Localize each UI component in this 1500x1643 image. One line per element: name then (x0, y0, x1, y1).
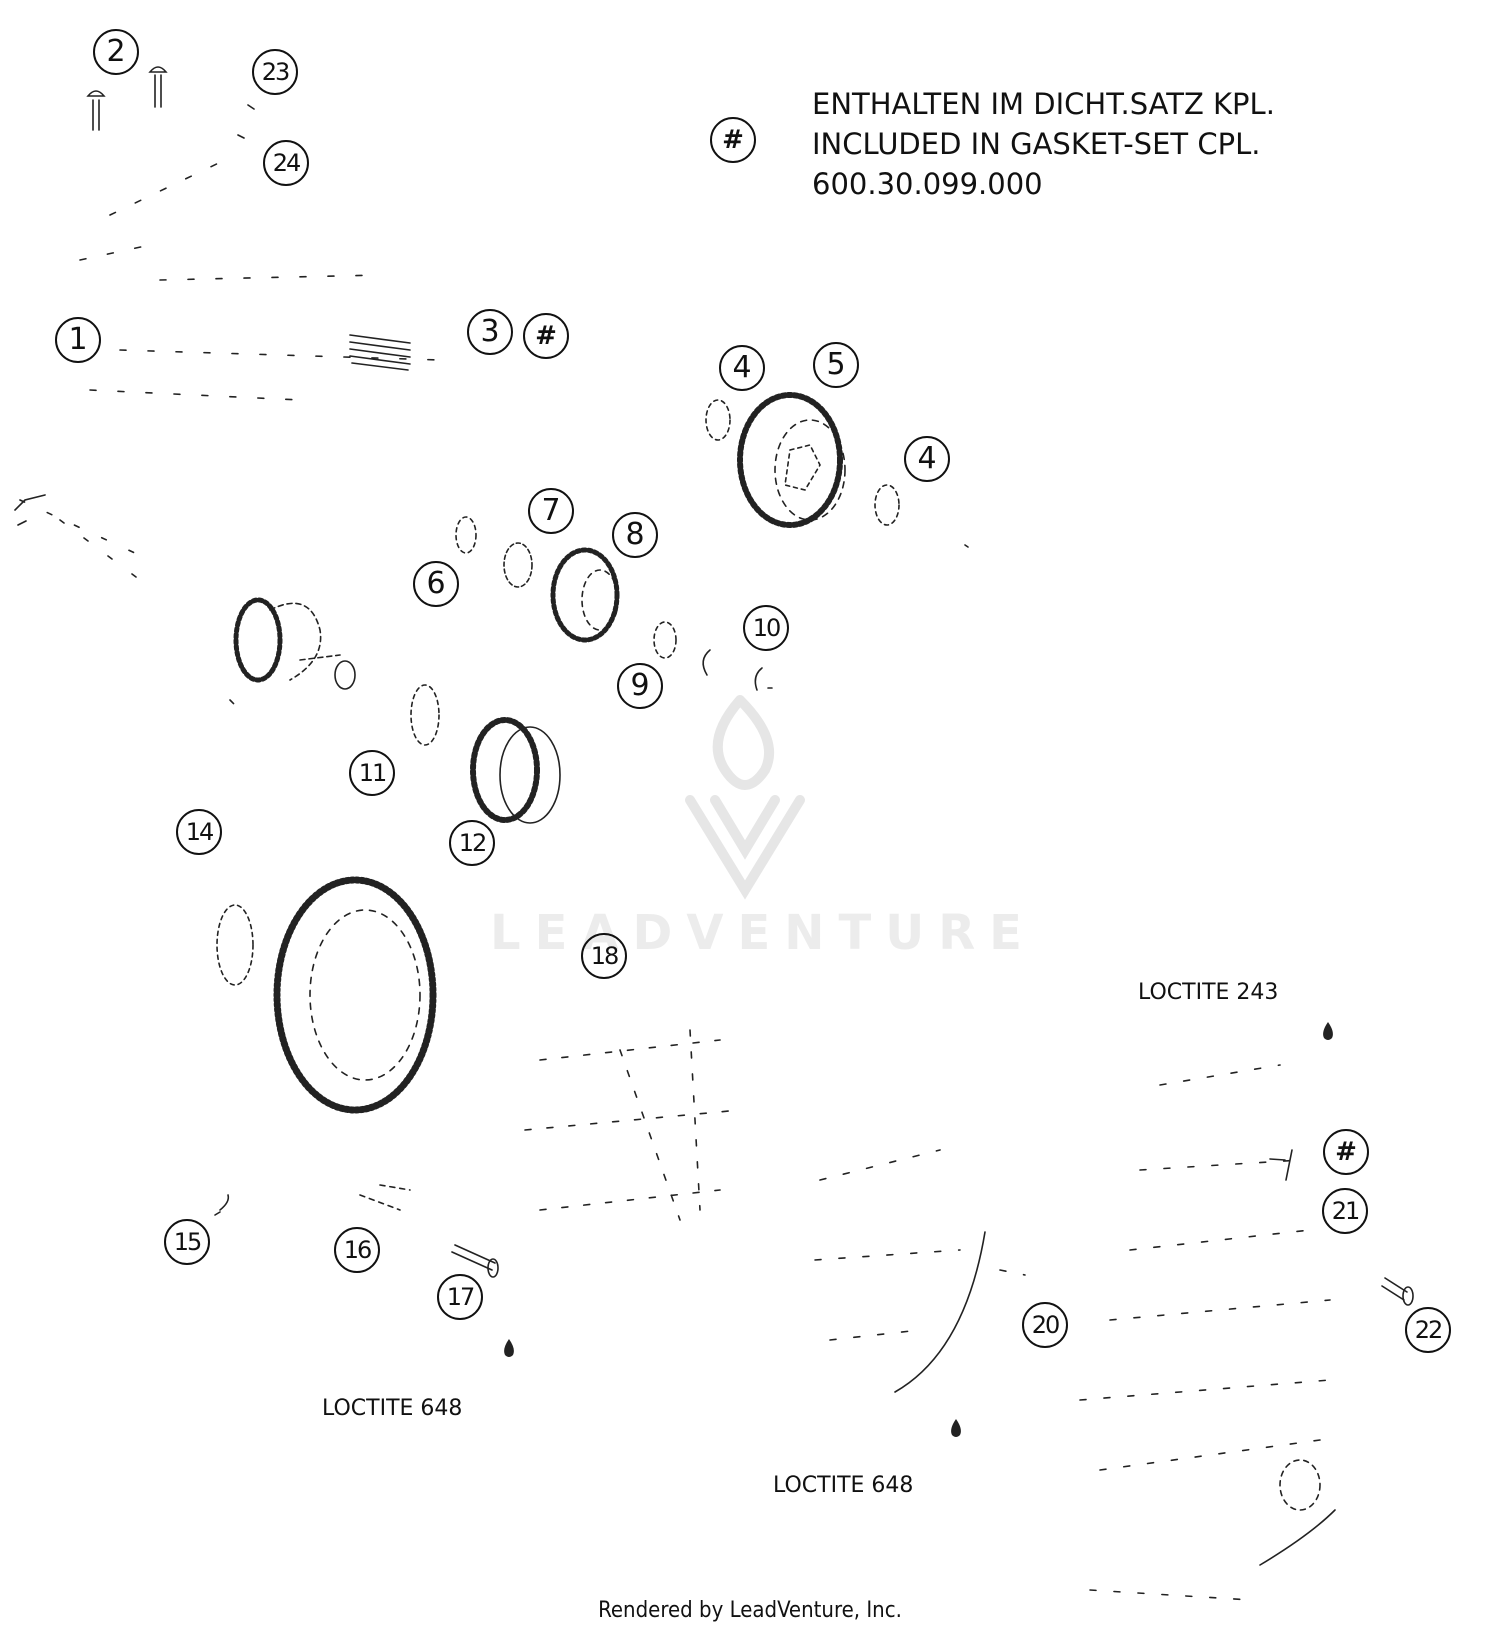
callout-12[interactable]: 12 (449, 820, 495, 866)
callout-17[interactable]: 17 (437, 1274, 483, 1320)
callout-5[interactable]: 5 (813, 342, 859, 388)
callout-23[interactable]: 23 (252, 49, 298, 95)
callout-24[interactable]: 24 (263, 140, 309, 186)
spline-shaft-part (349, 334, 411, 371)
legend-hash-callout: # (710, 117, 756, 163)
callout-3[interactable]: 3 (467, 309, 513, 355)
legend-part-number: 600.30.099.000 (812, 167, 1043, 201)
callout-21-hash: # (1323, 1129, 1369, 1175)
callout-15[interactable]: 15 (164, 1219, 210, 1265)
legend-note: ENTHALTEN IM DICHT.SATZ KPL. INCLUDED IN… (812, 84, 1275, 204)
loctite-648-left-label: LOCTITE 648 (322, 1396, 463, 1421)
shaft-gear-part (233, 597, 356, 690)
callout-11[interactable]: 11 (349, 750, 395, 796)
callout-4a[interactable]: 4 (719, 345, 765, 391)
callout-21[interactable]: 21 (1322, 1188, 1368, 1234)
callout-4b[interactable]: 4 (904, 436, 950, 482)
callout-6[interactable]: 6 (413, 561, 459, 607)
watermark-text: LEADVENTURE (490, 905, 1036, 961)
loctite-648-mid-label: LOCTITE 648 (773, 1473, 914, 1498)
gear-part-8 (550, 547, 620, 643)
loctite-243-label: LOCTITE 243 (1138, 980, 1279, 1005)
callout-14[interactable]: 14 (176, 809, 222, 855)
gear-part-12 (470, 717, 561, 824)
callout-22[interactable]: 22 (1405, 1307, 1451, 1353)
callout-9[interactable]: 9 (617, 663, 663, 709)
callout-1[interactable]: 1 (55, 317, 101, 363)
legend-line-de: ENTHALTEN IM DICHT.SATZ KPL. (812, 87, 1275, 121)
callout-18[interactable]: 18 (581, 933, 627, 979)
callout-16[interactable]: 16 (334, 1227, 380, 1273)
loctite-drop-icons (504, 1022, 1333, 1437)
pin-parts (86, 66, 168, 131)
callout-20[interactable]: 20 (1022, 1302, 1068, 1348)
callout-7[interactable]: 7 (528, 488, 574, 534)
gear-part-5 (737, 392, 846, 528)
callout-8[interactable]: 8 (612, 512, 658, 558)
callout-2[interactable]: 2 (93, 29, 139, 75)
bolt-part-17 (451, 1244, 499, 1278)
footer-credit: Rendered by LeadVenture, Inc. (598, 1598, 902, 1623)
watermark-logo-icon (685, 695, 805, 900)
legend-line-en: INCLUDED IN GASKET-SET CPL. (812, 127, 1261, 161)
bolt-part-22 (1381, 1277, 1414, 1306)
gear-part-14 (216, 876, 437, 1114)
callout-10[interactable]: 10 (743, 605, 789, 651)
callout-3-hash: # (523, 313, 569, 359)
